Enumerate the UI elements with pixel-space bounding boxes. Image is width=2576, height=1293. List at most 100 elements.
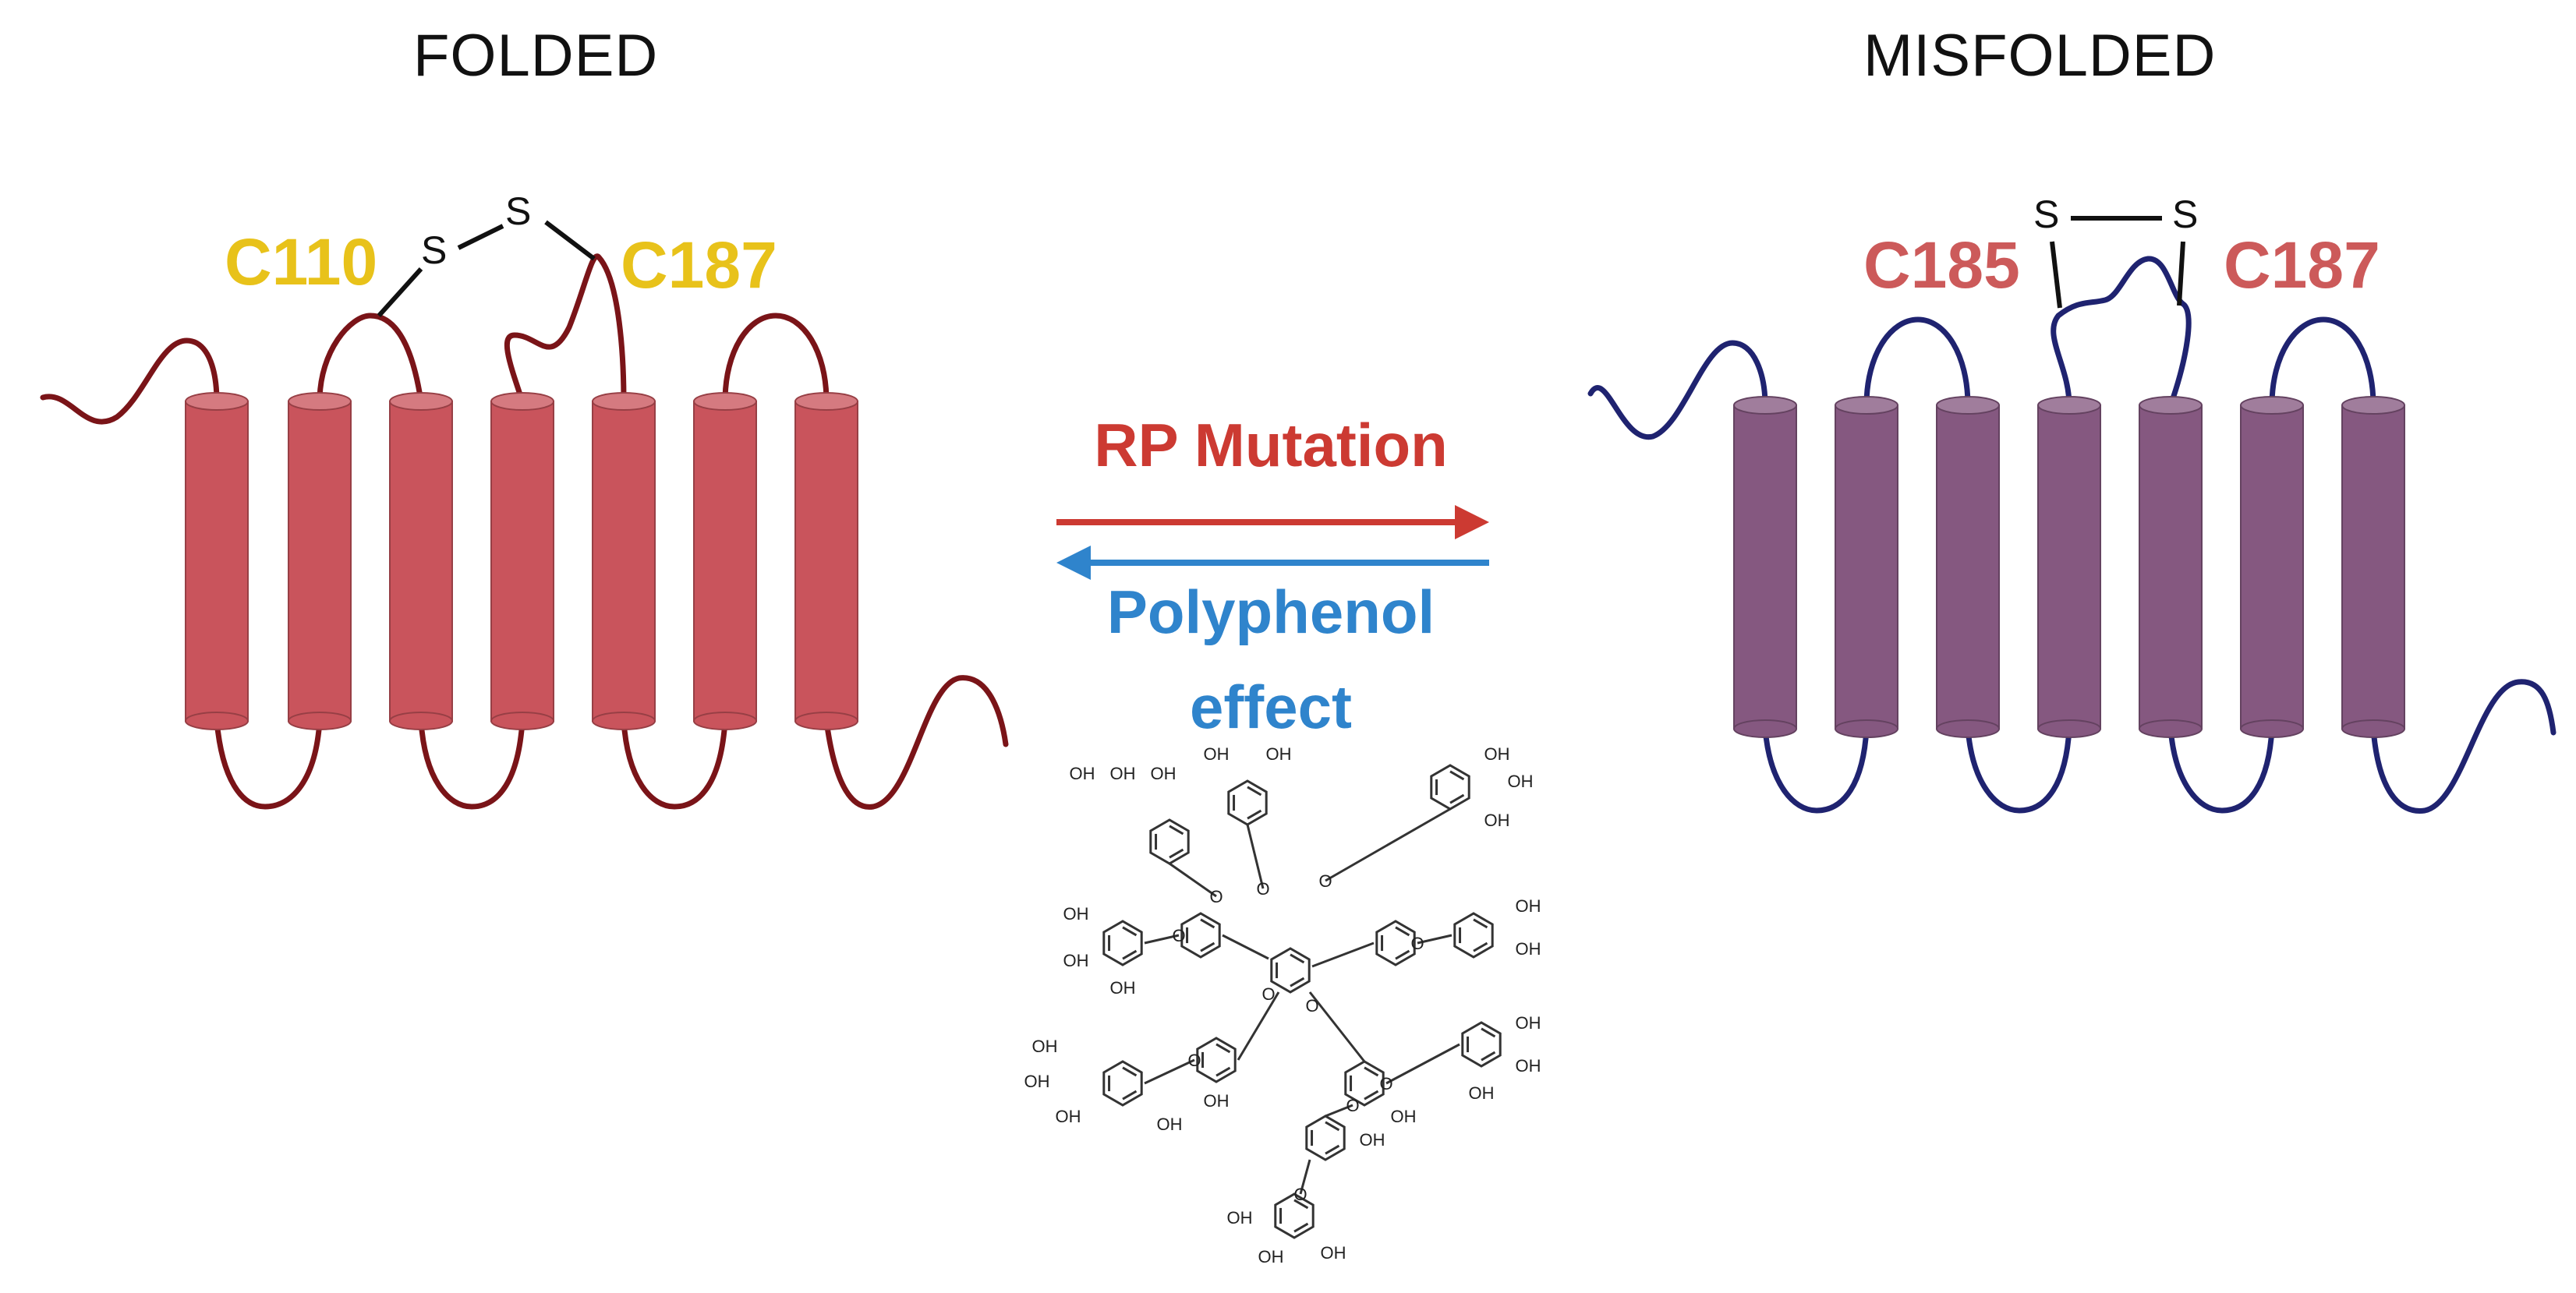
misfolded-protein: [1587, 216, 2557, 814]
atom-label: OH: [1516, 1013, 1541, 1033]
atom-label: OH: [1258, 1247, 1284, 1267]
folded-helix-2: [288, 392, 352, 730]
atom-label: OH: [1157, 1115, 1183, 1134]
folded-helix-7: [794, 392, 858, 730]
folded-helix-4: [490, 392, 554, 730]
misfolded-helix-2: [1835, 396, 1898, 738]
misfolded-loop: [2269, 316, 2376, 408]
misfolded-loop: [2167, 726, 2275, 814]
aromatic-ring: [1196, 1037, 1237, 1083]
misfolded-sulfur-2: S: [2172, 193, 2199, 236]
atom-label: OH: [1204, 1091, 1230, 1111]
folded-sulfur-1: S: [421, 228, 448, 272]
forward-arrow: [1056, 505, 1489, 539]
atom-label: OH: [1227, 1208, 1253, 1228]
atom-label: O: [1261, 984, 1275, 1004]
folded-bond-2: [544, 220, 596, 261]
misfolded-bond-2: [2177, 241, 2185, 306]
atom-label: OH: [1110, 978, 1136, 998]
aromatic-ring: [1344, 1060, 1385, 1107]
atom-label: O: [1410, 934, 1424, 953]
atom-label: OH: [1204, 744, 1230, 764]
atom-label: O: [1318, 871, 1332, 891]
misfolded-helix-3: [1936, 396, 2000, 738]
atom-label: O: [1293, 1185, 1307, 1204]
atom-label: O: [1209, 887, 1223, 906]
atom-label: OH: [1063, 904, 1089, 924]
misfolded-loop: [2051, 256, 2192, 408]
effect-label: effect: [1189, 673, 1353, 741]
aromatic-ring: [1461, 1021, 1502, 1068]
aromatic-ring: [1453, 912, 1494, 959]
aromatic-ring: [1274, 1192, 1315, 1239]
atom-label: OH: [1516, 896, 1541, 916]
folded-helix-3: [389, 392, 453, 730]
aromatic-ring: [1180, 912, 1221, 959]
atom-label: OH: [1110, 764, 1136, 783]
atom-label: O: [1172, 926, 1185, 945]
folded-residue-left-label: C110: [225, 225, 378, 299]
atom-label: OH: [1508, 772, 1534, 791]
glucose-ring: [1270, 947, 1311, 994]
misfolded-residue-right-label: C187: [2224, 228, 2380, 302]
misfolded-helix-1: [1733, 396, 1797, 738]
folded-helix-5: [592, 392, 656, 730]
folded-loop: [418, 718, 525, 810]
folded-loop: [823, 675, 1009, 810]
aromatic-ring: [1102, 1060, 1143, 1107]
misfolded-helix-4: [2037, 396, 2101, 738]
aromatic-ring: [1305, 1115, 1346, 1161]
atom-label: O: [1187, 1051, 1201, 1070]
misfolded-helix-6: [2240, 396, 2304, 738]
atom-label: OH: [1321, 1243, 1346, 1263]
misfolded-loop: [1587, 340, 1768, 440]
atom-label: OH: [1024, 1072, 1050, 1091]
atom-label: OH: [1070, 764, 1095, 783]
atom-label: OH: [1469, 1083, 1495, 1103]
folded-title: FOLDED: [413, 23, 659, 89]
aromatic-ring: [1375, 920, 1416, 966]
folded-loop: [722, 313, 830, 405]
misfolded-title: MISFOLDED: [1863, 23, 2217, 89]
rp-mutation-label: RP Mutation: [1094, 411, 1448, 479]
folded-loop: [214, 718, 323, 810]
atom-label: OH: [1516, 939, 1541, 959]
misfolded-helix-5: [2139, 396, 2203, 738]
folded-helix-6: [693, 392, 757, 730]
misfolded-loop: [1762, 726, 1870, 814]
misfolded-loop: [1863, 316, 1971, 408]
folded-bond-1: [377, 267, 423, 318]
folded-loop: [621, 718, 728, 810]
misfolded-loop: [1965, 726, 2072, 814]
folded-residue-right-label: C187: [621, 228, 777, 302]
atom-label: O: [1305, 996, 1318, 1016]
misfolded-helix-7: [2341, 396, 2405, 738]
reverse-arrow: [1056, 546, 1489, 580]
atom-label: OH: [1484, 811, 1510, 830]
atom-label: OH: [1391, 1107, 1417, 1126]
misfolded-loop: [2370, 679, 2557, 814]
folded-disulfide-bond: [457, 224, 504, 250]
folded-loop: [504, 253, 627, 405]
atom-label: OH: [1032, 1037, 1058, 1056]
atom-label: O: [1379, 1074, 1392, 1093]
misfolded-residue-left-label: C185: [1863, 228, 2020, 302]
folded-loop: [40, 337, 220, 425]
folded-protein: [40, 220, 1009, 810]
atom-label: OH: [1516, 1056, 1541, 1076]
atom-label: OH: [1151, 764, 1177, 783]
polyphenol-label: Polyphenol: [1106, 578, 1435, 646]
folded-helix-1: [185, 392, 249, 730]
misfolded-bond-1: [2050, 241, 2062, 309]
atom-label: O: [1346, 1096, 1359, 1115]
atom-label: OH: [1056, 1107, 1081, 1126]
atom-label: OH: [1360, 1130, 1385, 1150]
atom-label: OH: [1063, 951, 1089, 970]
atom-label: O: [1256, 879, 1269, 899]
atom-label: OH: [1484, 744, 1510, 764]
atom-label: OH: [1266, 744, 1292, 764]
aromatic-ring: [1102, 920, 1143, 966]
